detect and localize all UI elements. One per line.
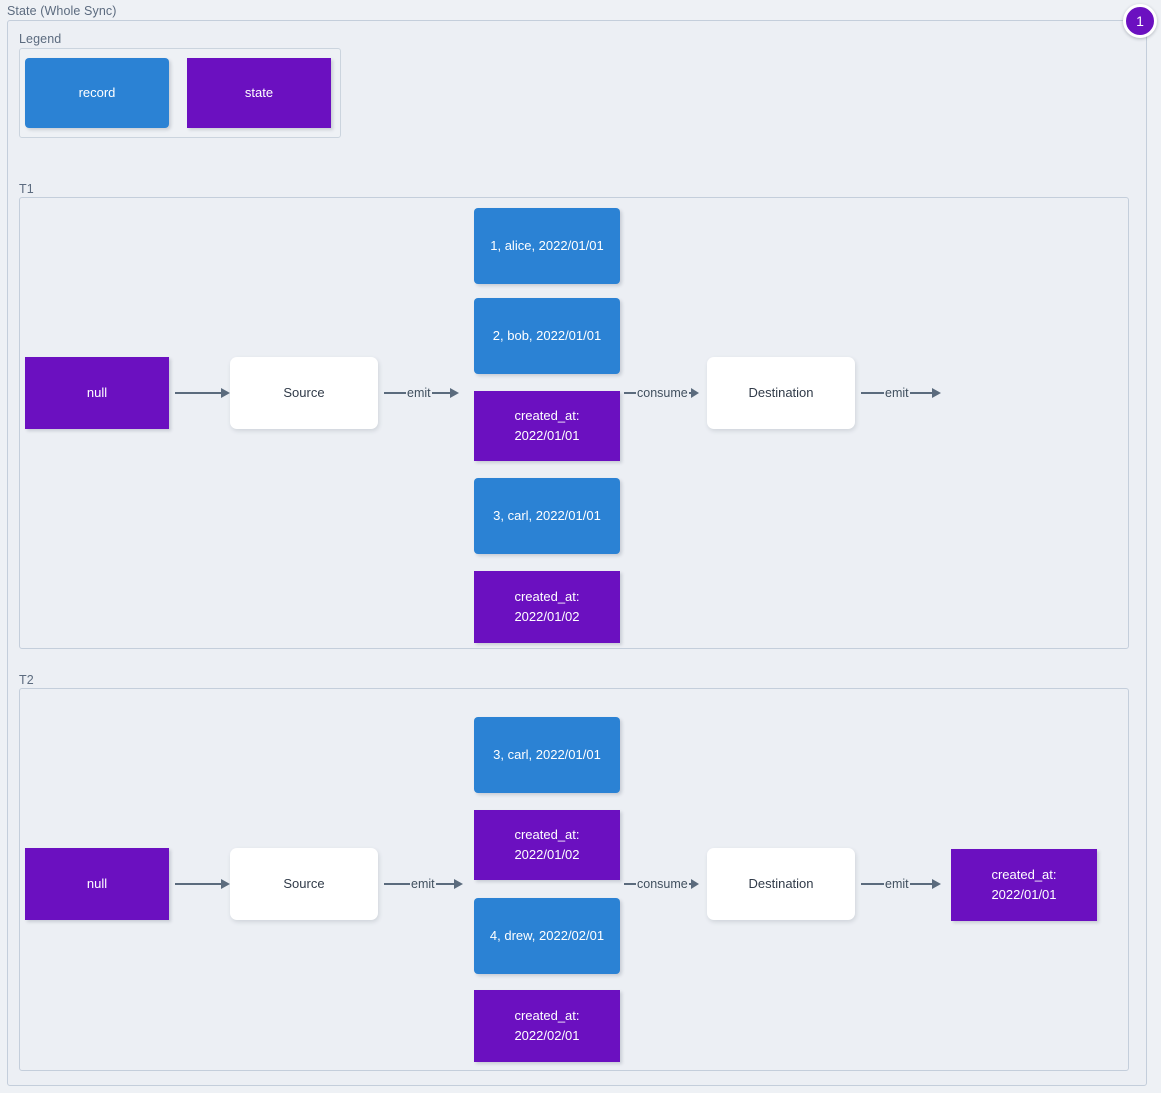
t2-output-state-node: created_at: 2022/01/01	[951, 849, 1097, 921]
t2-source-node: Source	[230, 848, 378, 920]
t2-arrow-emit-destination: emit	[861, 877, 941, 891]
diagram-title: State (Whole Sync)	[7, 4, 117, 18]
t2-message-1: created_at: 2022/01/02	[474, 810, 620, 880]
t1-consume-label: consume	[637, 385, 688, 400]
step-badge[interactable]: 1	[1123, 4, 1157, 38]
t1-arrow-emit-destination: emit	[861, 386, 941, 400]
t2-emit-label-destination: emit	[885, 876, 909, 891]
t1-emit-label-destination: emit	[885, 385, 909, 400]
t1-arrow-state-to-source	[175, 386, 230, 400]
t1-input-state-node: null	[25, 357, 169, 429]
t1-destination-node: Destination	[707, 357, 855, 429]
panel-title-t2: T2	[19, 673, 34, 687]
t1-arrow-consume: consume	[624, 386, 699, 400]
t2-input-state-node: null	[25, 848, 169, 920]
legend-title: Legend	[19, 32, 62, 46]
t1-message-0: 1, alice, 2022/01/01	[474, 208, 620, 284]
legend-swatch-state: state	[187, 58, 331, 128]
t1-arrow-emit-source: emit	[384, 386, 459, 400]
panel-title-t1: T1	[19, 182, 34, 196]
t1-message-1: 2, bob, 2022/01/01	[474, 298, 620, 374]
t2-message-0: 3, carl, 2022/01/01	[474, 717, 620, 793]
t2-consume-label: consume	[637, 876, 688, 891]
t2-destination-node: Destination	[707, 848, 855, 920]
t1-emit-label-source: emit	[407, 385, 431, 400]
t1-message-4: created_at: 2022/01/02	[474, 571, 620, 643]
legend-swatch-record: record	[25, 58, 169, 128]
t1-message-2: created_at: 2022/01/01	[474, 391, 620, 461]
t2-message-3: created_at: 2022/02/01	[474, 990, 620, 1062]
t2-arrow-consume: consume	[624, 877, 699, 891]
t2-arrow-state-to-source	[175, 877, 230, 891]
t2-arrow-emit-source: emit	[384, 877, 463, 891]
t1-source-node: Source	[230, 357, 378, 429]
t2-emit-label-source: emit	[411, 876, 435, 891]
t1-message-3: 3, carl, 2022/01/01	[474, 478, 620, 554]
t2-message-2: 4, drew, 2022/02/01	[474, 898, 620, 974]
